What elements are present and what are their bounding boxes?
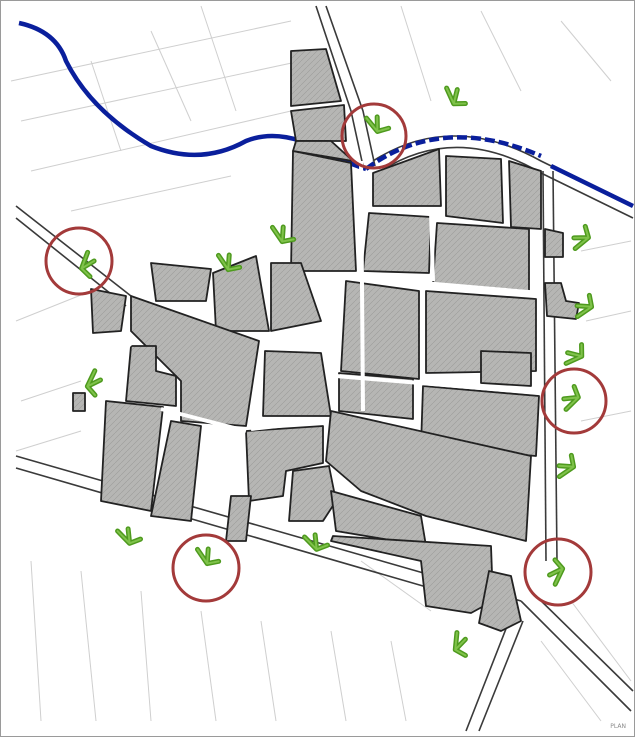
green-arrow-icon [556,453,577,480]
circle-markers [44,102,608,607]
block [445,155,504,224]
block [100,400,164,512]
block [225,495,252,542]
green-arrow-icon [562,385,580,411]
red-circle-marker [540,367,608,435]
block [290,48,342,107]
internal-streets [119,160,542,433]
green-arrow-icon [194,546,221,567]
block [150,420,202,522]
block [150,262,212,302]
red-circle-marker [171,533,241,603]
block [90,288,127,334]
parcel-lines [10,5,632,722]
block [72,392,86,412]
red-circle-marker [44,226,114,296]
green-arrow-icon [116,527,142,545]
block [212,255,270,332]
river-east [550,163,634,209]
block [544,228,564,258]
green-arrow-icon [85,370,103,396]
green-arrow-icon [78,251,98,278]
green-arrow-icon [303,533,329,551]
block [270,262,322,332]
block [325,410,532,542]
map-corner-label: PLAN [610,723,626,730]
building-blocks [72,48,580,632]
block [480,350,532,387]
green-arrow-icon [448,631,472,659]
block [372,148,442,207]
red-circle-marker [523,537,593,607]
red-circle-marker [340,102,408,170]
block [262,350,332,417]
block [544,282,580,320]
block [290,104,347,142]
block [290,150,357,272]
green-arrow-icon [563,341,587,369]
block [130,295,260,427]
green-arrow-icon [574,293,595,320]
block [288,465,337,522]
block [125,345,177,407]
block [338,372,414,420]
block [362,212,432,274]
block [508,160,542,230]
block [478,570,522,632]
block [330,535,494,614]
green-arrow-icon [547,559,565,585]
block [340,280,420,380]
block [432,222,530,292]
green-arrow-icon [442,85,470,109]
green-arrow-icon [571,224,591,251]
river-dashed [364,135,542,171]
